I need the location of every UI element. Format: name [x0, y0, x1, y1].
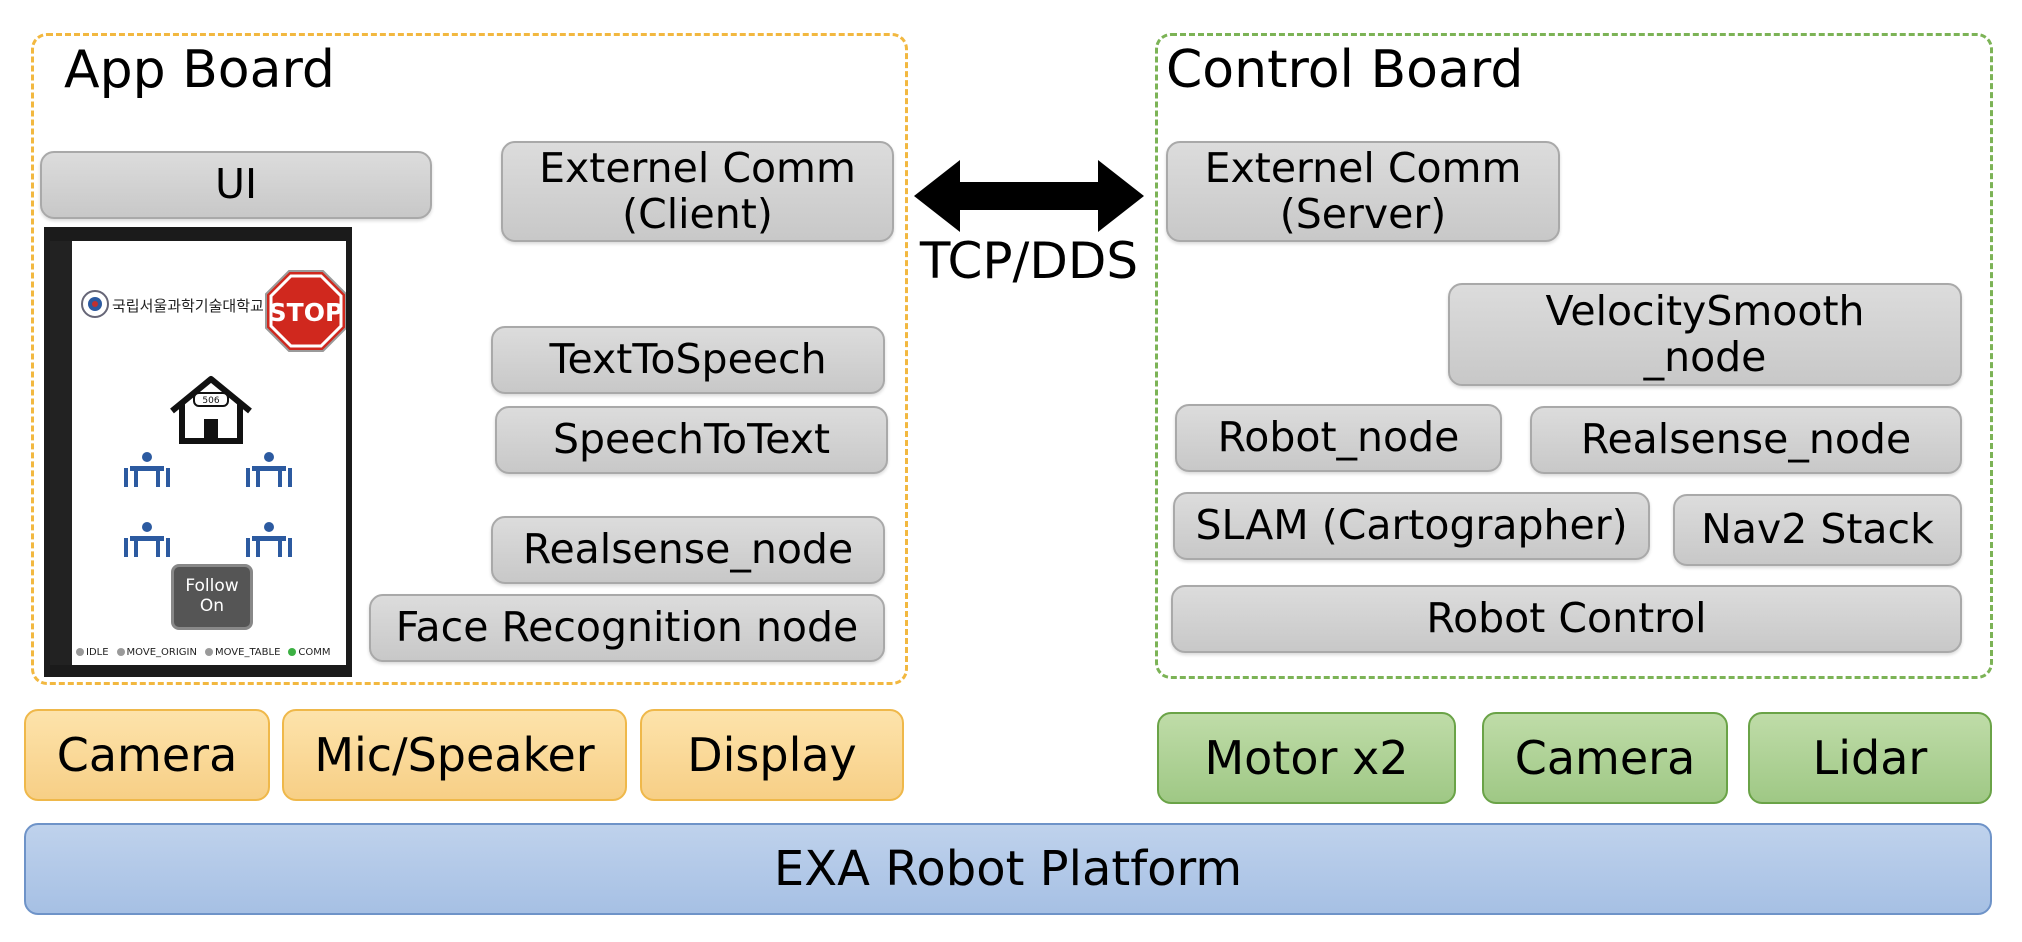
external-comm-server-node: Externel Comm (Server)	[1166, 141, 1560, 242]
camera-hw-control: Camera	[1482, 712, 1728, 804]
slam-node: SLAM (Cartographer)	[1173, 492, 1650, 560]
status-move-table: MOVE_TABLE	[204, 647, 280, 658]
text-to-speech-node: TextToSpeech	[491, 326, 885, 394]
university-logo	[80, 289, 110, 319]
robot-node: Robot_node	[1175, 404, 1502, 472]
mic-speaker-hw: Mic/Speaker	[282, 709, 627, 801]
display-hw: Display	[640, 709, 904, 801]
robot-control-node: Robot Control	[1171, 585, 1962, 653]
home-icon: 506	[168, 375, 254, 445]
lidar-hw: Lidar	[1748, 712, 1992, 804]
table-icon	[122, 518, 172, 560]
velocity-smooth-node: VelocitySmooth _node	[1448, 283, 1962, 386]
camera-hw-app: Camera	[24, 709, 270, 801]
status-comm: COMM	[288, 647, 331, 658]
app-board-region	[31, 33, 908, 685]
bidirectional-arrow-icon	[914, 160, 1144, 232]
table-icon	[244, 518, 294, 560]
face-recognition-node: Face Recognition node	[369, 594, 885, 662]
table-icon	[122, 448, 172, 490]
status-bar: IDLE MOVE_ORIGIN MOVE_TABLE COMM	[76, 647, 331, 658]
status-idle: IDLE	[76, 647, 109, 658]
motor-hw: Motor x2	[1157, 712, 1456, 804]
control-board-title: Control Board	[1166, 40, 1524, 100]
follow-on-button[interactable]: Follow On	[171, 564, 253, 630]
university-name: 국립서울과학기술대학교	[112, 297, 264, 315]
app-board-title: App Board	[64, 40, 335, 100]
svg-text:STOP: STOP	[269, 298, 344, 327]
svg-text:506: 506	[202, 396, 219, 406]
tcp-dds-label: TCP/DDS	[919, 232, 1139, 290]
status-move-origin: MOVE_ORIGIN	[116, 647, 197, 658]
ui-node: UI	[40, 151, 432, 219]
control-board-region	[1155, 33, 1993, 679]
screenshot-dock	[50, 241, 72, 665]
ui-screenshot: 국립서울과학기술대학교 STOP 506 Follow On IDLE MOVE…	[44, 227, 352, 677]
realsense-node-app: Realsense_node	[491, 516, 885, 584]
external-comm-client-node: Externel Comm (Client)	[501, 141, 894, 242]
stop-sign-icon: STOP	[264, 269, 346, 353]
exa-robot-platform: EXA Robot Platform	[24, 823, 1992, 915]
table-icon	[244, 448, 294, 490]
speech-to-text-node: SpeechToText	[495, 406, 888, 474]
realsense-node-control: Realsense_node	[1530, 406, 1962, 474]
nav2-stack-node: Nav2 Stack	[1673, 494, 1962, 566]
